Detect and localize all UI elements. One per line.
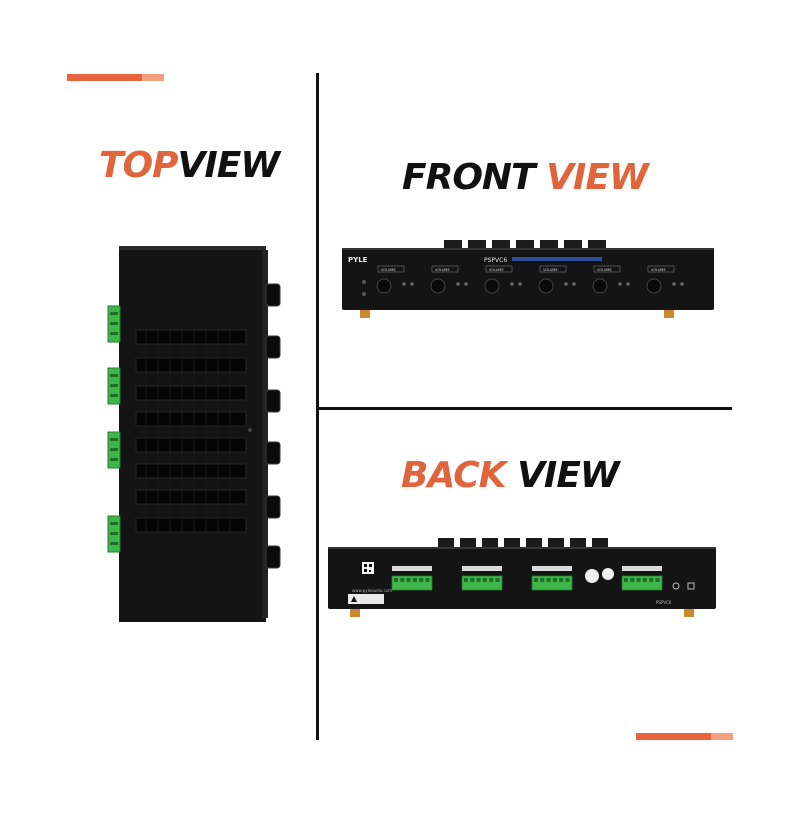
back-terminal-screw bbox=[540, 578, 545, 582]
back-terminal-screw bbox=[649, 578, 654, 582]
back-terminal-screw bbox=[489, 578, 494, 582]
back-terminal-screw bbox=[406, 578, 411, 582]
back-terminal-screw bbox=[476, 578, 481, 582]
back-view-heading: BACK VIEW bbox=[401, 455, 620, 496]
front-view-device-image: PYLE PSPVC6 VOLUME VOLUME VOLUME VOLUME VOLU… bbox=[342, 240, 714, 318]
back-terminal-screw bbox=[400, 578, 405, 582]
front-zone-volume-box bbox=[593, 265, 621, 273]
accent-bar-top-left bbox=[67, 74, 164, 81]
back-terminal-screw bbox=[642, 578, 647, 582]
front-volume-knob bbox=[538, 278, 554, 294]
front-zone-button bbox=[672, 282, 676, 286]
back-model-label: PSPVC6 bbox=[656, 600, 672, 605]
back-view-device-image: www.pyleaudio.com PSPVC6 bbox=[328, 538, 716, 617]
back-terminal-screw bbox=[636, 578, 641, 582]
back-terminal-screw bbox=[482, 578, 487, 582]
front-zone-volume-box bbox=[431, 265, 459, 273]
back-terminal-label bbox=[622, 566, 662, 571]
front-volume-knob bbox=[646, 278, 662, 294]
qr-code-icon bbox=[362, 562, 374, 574]
front-zone-button bbox=[618, 282, 622, 286]
back-website-label: www.pyleaudio.com bbox=[352, 588, 392, 593]
front-zone-volume-label: VOLUME bbox=[597, 268, 612, 272]
back-terminal-screw bbox=[559, 578, 564, 582]
front-zone-button bbox=[456, 282, 460, 286]
back-view-accent: BACK bbox=[401, 455, 507, 496]
front-zone-button bbox=[402, 282, 406, 286]
front-view-heading: FRONT VIEW bbox=[402, 157, 649, 198]
back-terminal-screw bbox=[419, 578, 424, 582]
back-terminal-screw bbox=[412, 578, 417, 582]
front-brand-label: PYLE bbox=[348, 256, 368, 264]
front-zone-volume-box bbox=[647, 265, 675, 273]
warning-label-icon bbox=[348, 594, 384, 604]
back-terminal-screw bbox=[425, 578, 430, 582]
front-zone-volume-label: VOLUME bbox=[651, 268, 666, 272]
front-zone-volume-box bbox=[485, 265, 513, 273]
front-zone-volume-box bbox=[377, 265, 405, 273]
back-terminal-screw bbox=[534, 578, 538, 582]
back-terminal-label bbox=[532, 566, 572, 571]
front-zone-button bbox=[626, 282, 630, 286]
front-zone-volume-label: VOLUME bbox=[381, 268, 396, 272]
back-terminal-screw bbox=[394, 578, 398, 582]
top-view-device-image bbox=[107, 246, 281, 622]
recycle-icon bbox=[672, 582, 695, 590]
front-volume-knob bbox=[376, 278, 392, 294]
back-terminal-screw bbox=[464, 578, 468, 582]
front-zone-button bbox=[410, 282, 414, 286]
back-view-rest: VIEW bbox=[517, 455, 620, 496]
front-zone-volume-label: VOLUME bbox=[543, 268, 558, 272]
top-view-heading: TOPVIEW bbox=[99, 145, 281, 186]
top-view-accent: TOP bbox=[99, 145, 179, 186]
front-zone-button bbox=[572, 282, 576, 286]
back-terminal-screw bbox=[565, 578, 570, 582]
front-model-label: PSPVC6 bbox=[484, 257, 507, 264]
front-volume-knob bbox=[592, 278, 608, 294]
front-zone-button bbox=[510, 282, 514, 286]
front-zone-volume-label: VOLUME bbox=[489, 268, 504, 272]
back-terminal-screw bbox=[630, 578, 635, 582]
front-zone-volume-label: VOLUME bbox=[435, 268, 450, 272]
front-zone-button bbox=[680, 282, 684, 286]
back-terminal-screw bbox=[552, 578, 557, 582]
back-terminal-screw bbox=[655, 578, 660, 582]
back-terminal-screw bbox=[495, 578, 500, 582]
accent-bar-bottom-right bbox=[636, 733, 733, 740]
front-volume-knob bbox=[484, 278, 500, 294]
back-terminal-screw bbox=[624, 578, 628, 582]
front-zone-button bbox=[564, 282, 568, 286]
front-zone-button bbox=[518, 282, 522, 286]
back-terminal-screw bbox=[470, 578, 475, 582]
back-terminal-label bbox=[462, 566, 502, 571]
back-terminal-label bbox=[392, 566, 432, 571]
front-zone-volume-box bbox=[539, 265, 567, 273]
front-view-rest: FRONT bbox=[402, 157, 536, 198]
horizontal-divider bbox=[318, 407, 732, 410]
back-terminal-screw bbox=[546, 578, 551, 582]
front-view-accent: VIEW bbox=[546, 157, 649, 198]
vertical-divider bbox=[316, 73, 319, 740]
front-zone-button bbox=[464, 282, 468, 286]
front-volume-knob bbox=[430, 278, 446, 294]
top-view-rest: VIEW bbox=[177, 145, 281, 186]
